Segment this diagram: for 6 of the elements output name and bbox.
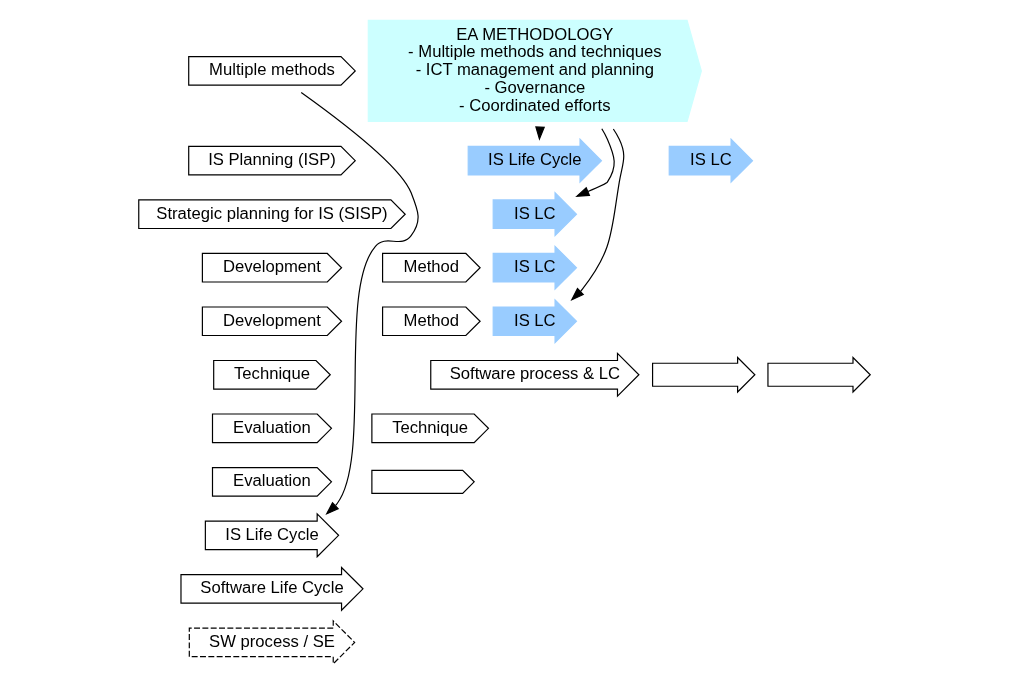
node-chevron (371, 469, 475, 494)
arrow (300, 91, 419, 516)
node-arrow (767, 356, 872, 394)
arrow (575, 128, 615, 197)
arrow (570, 128, 625, 301)
node-arrow (652, 356, 756, 394)
